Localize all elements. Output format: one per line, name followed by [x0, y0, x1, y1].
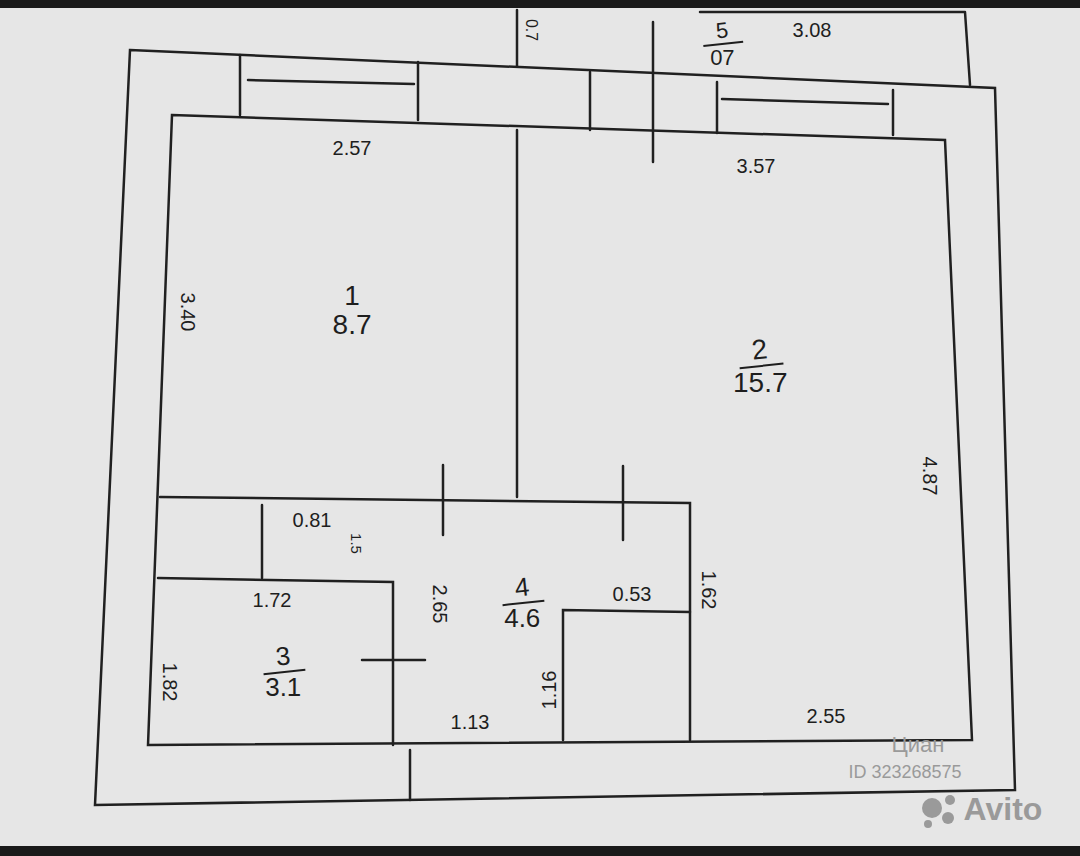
window	[717, 82, 893, 135]
dimension: 1.13	[451, 712, 490, 732]
balcony-outline	[517, 10, 970, 85]
window	[240, 55, 418, 120]
partition	[160, 497, 690, 740]
partition	[158, 578, 393, 745]
dimension: 1.72	[253, 590, 292, 610]
watermark: ID 323268575	[848, 763, 961, 781]
wall-line	[589, 72, 592, 130]
room-area: 3.1	[265, 674, 301, 701]
dimension: 3.40	[178, 293, 198, 332]
room-label: 507	[694, 15, 751, 72]
room-area: 15.7	[733, 368, 788, 397]
dimension: 1.82	[160, 663, 180, 702]
room-area: 8.7	[333, 310, 372, 339]
door-tick	[443, 465, 623, 540]
partition	[516, 130, 519, 497]
dimension: 3.08	[793, 20, 832, 40]
dimension: 3.57	[737, 156, 776, 176]
outer-wall	[95, 50, 1015, 805]
door-tick	[409, 750, 412, 800]
partition	[261, 505, 264, 578]
watermark: Циан	[892, 734, 945, 756]
room-area: 07	[710, 46, 734, 69]
dimension: 4.87	[920, 457, 940, 496]
dimension: 0.81	[293, 510, 332, 530]
avito-logo	[922, 795, 955, 828]
door-tick	[362, 659, 425, 662]
dimension: 2.55	[807, 706, 846, 726]
room-label: 18.7	[325, 277, 380, 344]
room-label: 33.1	[254, 639, 313, 705]
room-number: 4	[500, 572, 545, 607]
watermark: Avito	[964, 793, 1043, 825]
room-label: 215.7	[725, 331, 796, 401]
wall-tick	[652, 22, 655, 162]
room-number: 5	[701, 17, 744, 47]
dimension: 1.5	[348, 533, 363, 554]
inner-wall	[148, 115, 972, 745]
dimension: 0.7	[523, 19, 539, 41]
dimension: 2.57	[333, 138, 372, 158]
logo-dot	[945, 795, 955, 805]
room-area: 4.6	[504, 605, 540, 632]
room-label: 44.6	[493, 570, 552, 636]
photo-edge	[0, 0, 1080, 8]
dimension: 1.16	[539, 671, 559, 710]
dimension: 1.62	[699, 571, 719, 610]
dimension: 0.53	[613, 584, 652, 604]
logo-dot	[922, 798, 942, 818]
room-number: 3	[261, 641, 306, 676]
room-number: 2	[737, 333, 784, 370]
room-number: 1	[344, 281, 360, 310]
logo-dot	[942, 812, 954, 824]
logo-dot	[924, 820, 932, 828]
dimension: 2.65	[430, 585, 450, 624]
partition	[563, 610, 690, 740]
photo-edge	[0, 846, 1080, 856]
